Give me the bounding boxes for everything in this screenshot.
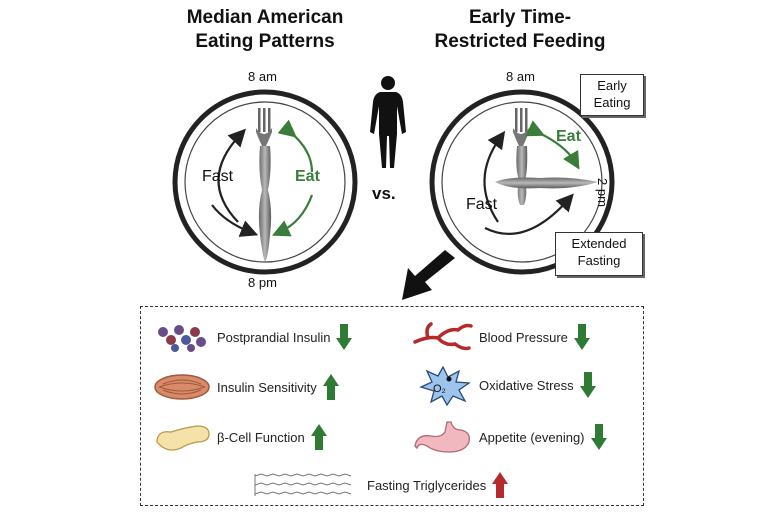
left-eat-arrow-up [277, 119, 314, 173]
arrow-down-icon [579, 372, 596, 398]
arrow-down-icon [590, 424, 607, 450]
right-fast-arrow-down [484, 193, 574, 235]
blood-vessel-icon [413, 322, 473, 351]
right-top-time: 8 am [506, 69, 535, 84]
right-utensils-icon [495, 108, 598, 205]
arrow-up-icon [322, 374, 339, 400]
effect-fasting-triglycerides: Fasting Triglycerides [251, 465, 509, 505]
oxidative-stress-icon: O₂ [419, 365, 471, 407]
left-bottom-time: 8 pm [248, 275, 277, 290]
person-silhouette-icon [370, 76, 406, 168]
extended-fasting-callout: Extended Fasting [555, 232, 643, 276]
effect-oxidative-stress: O₂ Oxidative Stress [413, 365, 596, 407]
left-top-time: 8 am [248, 69, 277, 84]
plates-diagram [172, 76, 615, 300]
effects-panel: Postprandial Insulin Blood Pressure Insu… [140, 306, 644, 506]
left-title: Median American Eating Patterns [186, 7, 344, 52]
right-side-time: 2 pm [595, 178, 610, 207]
arrow-up-icon [492, 472, 509, 498]
effect-insulin-sensitivity: Insulin Sensitivity [153, 367, 339, 407]
effect-postprandial-insulin: Postprandial Insulin [153, 317, 353, 357]
stomach-icon [414, 421, 470, 453]
right-eat-label: Eat [556, 128, 581, 145]
left-plate [172, 89, 358, 275]
arrow-up-icon [310, 424, 327, 450]
early-eating-callout: Early Eating [580, 74, 644, 116]
left-eat-arrow-down [271, 194, 314, 237]
effect-blood-pressure: Blood Pressure [413, 317, 590, 357]
right-plate [429, 89, 615, 275]
insulin-molecule-icon [158, 325, 206, 352]
left-fast-arrow-up [217, 128, 247, 223]
arrow-down-icon [573, 324, 590, 350]
left-fast-arrow-down [211, 204, 259, 237]
pancreas-icon [156, 425, 210, 451]
triglyceride-icon [254, 473, 352, 496]
right-title: Early Time- Restricted Feeding [434, 7, 606, 52]
arrow-down-icon [336, 324, 353, 350]
right-fast-arrow-up [483, 130, 506, 223]
muscle-icon [154, 374, 210, 400]
svg-text:O₂: O₂ [433, 383, 446, 395]
effect-appetite-evening: Appetite (evening) [413, 417, 607, 457]
vs-label: vs. [372, 184, 396, 203]
right-fast-label: Fast [466, 196, 498, 213]
effect-beta-cell-function: β-Cell Function [153, 417, 327, 457]
left-fast-label: Fast [202, 168, 234, 185]
down-left-arrow-icon [402, 250, 455, 300]
left-eat-label: Eat [295, 168, 320, 185]
right-eat-arrow [525, 120, 580, 170]
left-utensils-icon [256, 108, 272, 262]
